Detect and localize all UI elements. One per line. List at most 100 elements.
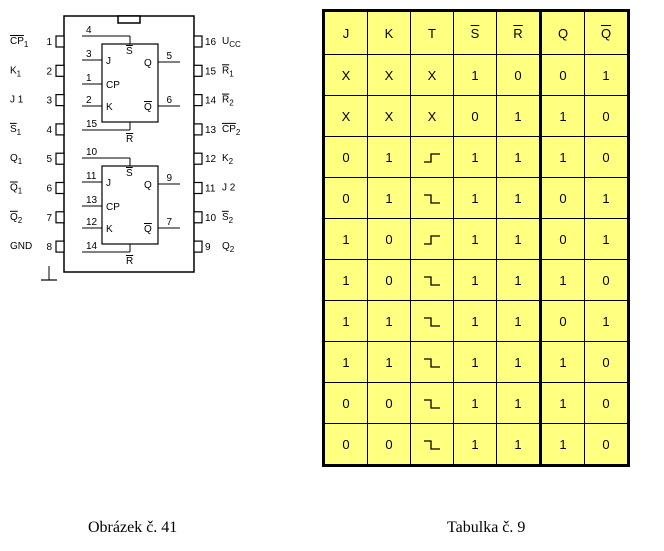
table-cell: 1	[323, 341, 368, 383]
pin-number: 13	[205, 125, 217, 136]
pin-1	[55, 35, 65, 48]
ff-pin-number: 1	[86, 73, 92, 84]
table-cell: 1	[453, 300, 497, 342]
pin-label: CP2	[222, 124, 241, 137]
pin-number: 9	[205, 242, 211, 253]
pin-16	[193, 35, 203, 48]
table-cell: 1	[496, 341, 542, 383]
pin-number: 12	[205, 154, 217, 165]
pin-6	[55, 181, 65, 195]
table-cell	[410, 177, 454, 219]
table-cell	[410, 423, 454, 466]
pin-8	[55, 240, 65, 253]
pin-13	[193, 123, 203, 136]
pin-label: UCC	[222, 36, 241, 49]
table-cell: 1	[584, 177, 629, 219]
pin-number: 2	[46, 66, 52, 77]
ff-pin-number: 12	[86, 217, 98, 228]
col-header: T	[410, 10, 454, 55]
table-cell: 1	[367, 300, 411, 342]
table-cell: 1	[540, 382, 585, 424]
table-cell: 0	[584, 341, 629, 383]
table-cell: 0	[367, 218, 411, 260]
table-cell: 0	[453, 95, 497, 137]
table-cell	[410, 218, 454, 260]
table-cell: 0	[584, 382, 629, 424]
table-cell: 1	[540, 136, 585, 178]
ff-output-label: Q	[144, 58, 152, 69]
table-cell: 1	[496, 218, 542, 260]
table-cell: 1	[453, 218, 497, 260]
ff-r-label: R	[126, 134, 133, 145]
pin-3	[55, 93, 65, 107]
falling-edge-icon	[424, 440, 440, 450]
pin-14	[193, 93, 203, 107]
table-cell: 1	[323, 300, 368, 342]
table-cell: 1	[496, 382, 542, 424]
rising-edge-icon	[424, 153, 440, 163]
table-cell	[410, 300, 454, 342]
table-cell: 1	[323, 259, 368, 301]
pin-number: 6	[46, 184, 52, 195]
table-cell: X	[323, 95, 368, 137]
rising-edge-icon	[424, 235, 440, 245]
table-cell: 1	[453, 341, 497, 383]
table-cell: 0	[584, 259, 629, 301]
pin-label: S1	[10, 124, 22, 137]
pin-11	[193, 181, 203, 195]
ff-input-label: K	[106, 224, 113, 235]
pin-label: GND	[10, 241, 32, 252]
ff-output-label: Q	[144, 180, 152, 191]
table-cell: 1	[453, 259, 497, 301]
flip-flop-1	[101, 43, 159, 123]
pin-label: J 1	[10, 95, 24, 106]
ff-output-label: Q	[144, 102, 152, 113]
pin-15	[193, 64, 203, 77]
table-cell: X	[410, 54, 454, 96]
table-cell	[410, 136, 454, 178]
ff-pin-number: 15	[86, 119, 98, 130]
table-cell: X	[323, 54, 368, 96]
col-header: R	[496, 10, 542, 55]
table-cell: 1	[540, 95, 585, 137]
pin-label: R1	[222, 65, 234, 78]
ff-pin-number: 3	[86, 49, 92, 60]
ff-r-label: R	[126, 256, 133, 267]
pin-number: 16	[205, 37, 217, 48]
pin-label: K2	[222, 153, 234, 166]
ff-pin-number: 10	[86, 147, 98, 158]
figure-caption: Obrázek č. 41	[88, 519, 178, 536]
ff-pin-number: 9	[166, 173, 172, 184]
table-cell: 1	[584, 218, 629, 260]
ff-pin-number: 6	[166, 95, 172, 106]
ff-input-label: CP	[106, 202, 120, 213]
pin-12	[193, 152, 203, 165]
ff-s-label: S	[126, 168, 133, 179]
table-cell: 1	[496, 259, 542, 301]
table-cell: 0	[584, 95, 629, 137]
table-cell: 1	[496, 300, 542, 342]
col-header: J	[323, 10, 368, 55]
pin-number: 3	[46, 96, 52, 107]
pin-label: CP1	[10, 36, 29, 49]
pin-number: 5	[46, 154, 52, 165]
pin-7	[55, 211, 65, 224]
ff-input-label: CP	[106, 80, 120, 91]
pin-label: Q1	[10, 153, 23, 166]
table-cell: 1	[496, 136, 542, 178]
chip-notch	[117, 15, 141, 24]
pin-5	[55, 152, 65, 165]
ff-pin-number: 5	[166, 51, 172, 62]
pin-label: Q1	[10, 183, 23, 196]
pin-number: 10	[205, 213, 217, 224]
col-header: Q	[584, 10, 629, 55]
table-cell: 1	[367, 136, 411, 178]
